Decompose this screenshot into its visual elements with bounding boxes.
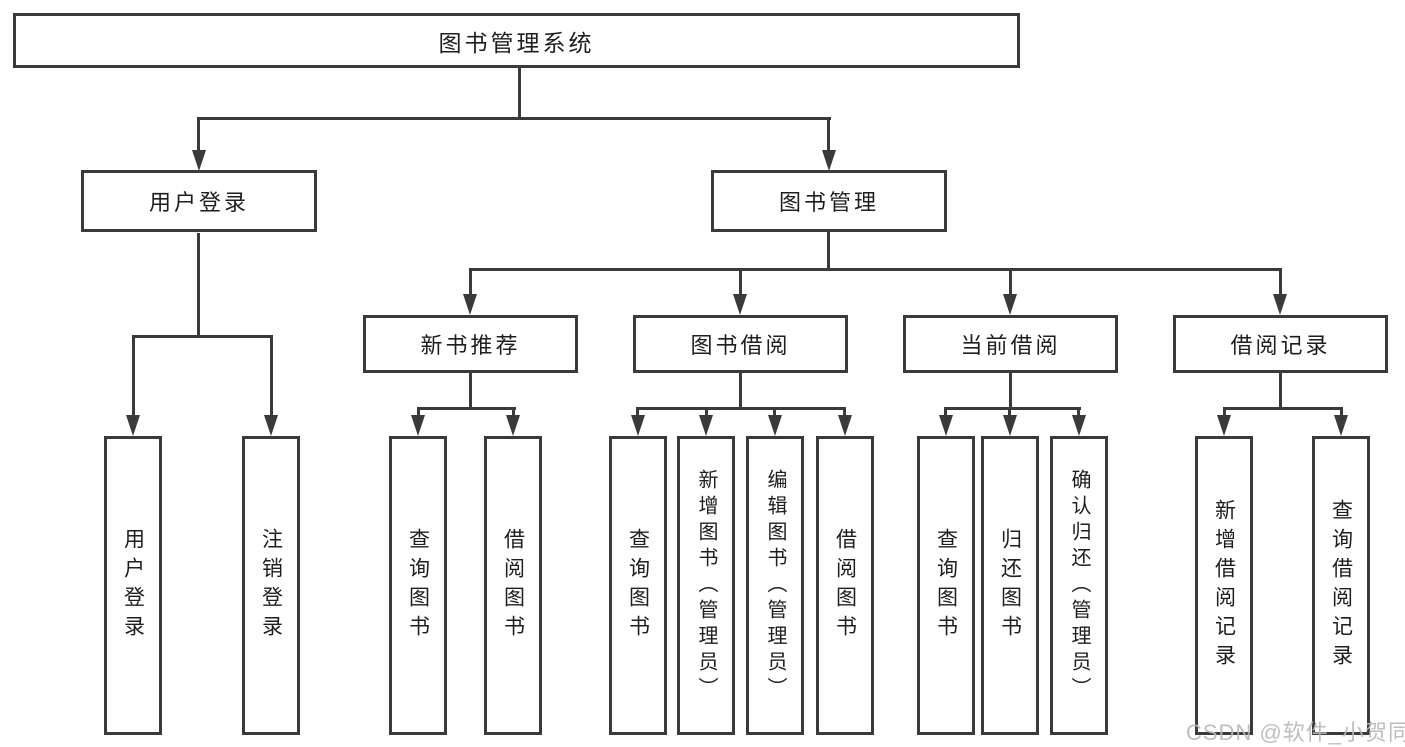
arrow-head: [506, 415, 520, 436]
node-label: 当前借阅: [960, 333, 1061, 358]
arrow-head: [1072, 415, 1086, 436]
node-label: 用户登录: [121, 527, 145, 644]
node-label: 新增图书（管理员）: [695, 468, 717, 703]
node-label: 确认归还（管理员）: [1068, 468, 1090, 703]
node-book-management: 图书管理: [711, 170, 947, 232]
node-bb-query-books: 查询图书: [609, 436, 667, 735]
connector: [270, 335, 273, 417]
connector: [1340, 407, 1343, 417]
node-cb-return-books: 归还图书: [981, 436, 1039, 735]
node-user-login: 用户登录: [81, 170, 317, 232]
arrow-head: [411, 415, 425, 436]
arrow-head: [1334, 415, 1348, 436]
node-nbr-query-books: 查询图书: [389, 436, 447, 735]
connector: [773, 407, 776, 417]
connector: [417, 407, 420, 417]
connector: [944, 407, 1081, 410]
arrow-head: [126, 415, 140, 436]
connector: [132, 335, 135, 417]
node-bb-edit-books-admin: 编辑图书（管理员）: [746, 436, 804, 735]
node-current-borrowing: 当前借阅: [903, 315, 1118, 373]
node-new-book-recommendation: 新书推荐: [363, 315, 578, 373]
connector: [132, 335, 273, 338]
node-book-borrowing: 图书借阅: [633, 315, 848, 373]
node-label: 图书管理: [778, 190, 879, 215]
connector: [197, 117, 831, 120]
node-library-management-system: 图书管理系统: [13, 13, 1020, 68]
arrow-head: [838, 415, 852, 436]
arrow-head: [192, 150, 206, 171]
node-label: 借阅图书: [833, 527, 857, 644]
arrow-head: [1003, 294, 1017, 315]
node-label: 查询图书: [626, 527, 650, 644]
arrow-head: [1003, 415, 1017, 436]
arrow-head: [733, 294, 747, 315]
connector: [197, 233, 200, 337]
connector: [417, 407, 516, 410]
node-label: 图书管理系统: [438, 29, 595, 56]
connector: [1223, 407, 1343, 410]
connector: [512, 407, 515, 417]
connector: [197, 117, 200, 152]
arrow-head: [768, 415, 782, 436]
connector: [1008, 407, 1011, 417]
node-user-login-leaf: 用户登录: [104, 436, 162, 735]
node-label: 查询图书: [934, 527, 958, 644]
connector: [469, 268, 472, 296]
node-bb-borrow-books: 借阅图书: [816, 436, 874, 735]
node-label: 借阅记录: [1230, 333, 1331, 358]
connector: [518, 67, 521, 119]
node-label: 新增借阅记录: [1212, 498, 1236, 673]
node-borrowing-records: 借阅记录: [1173, 315, 1388, 373]
arrow-head: [822, 150, 836, 171]
connector: [739, 372, 742, 409]
connector: [843, 407, 846, 417]
node-label: 借阅图书: [501, 527, 525, 644]
arrow-head: [463, 294, 477, 315]
connector: [469, 268, 1282, 271]
connector: [1223, 407, 1226, 417]
connector: [705, 407, 708, 417]
connector: [1279, 372, 1282, 409]
node-label: 图书借阅: [690, 333, 791, 358]
arrow-head: [939, 415, 953, 436]
connector: [944, 407, 947, 417]
connector: [636, 407, 846, 410]
connector: [1009, 372, 1012, 409]
watermark-text: CSDN @软件_小贺同学: [1186, 720, 1405, 745]
node-label: 编辑图书（管理员）: [764, 468, 786, 703]
connector: [1077, 407, 1080, 417]
node-br-add-record: 新增借阅记录: [1195, 436, 1253, 735]
node-br-query-record: 查询借阅记录: [1312, 436, 1370, 735]
node-logout: 注销登录: [242, 436, 300, 735]
arrow-head: [1273, 294, 1287, 315]
connector: [1279, 268, 1282, 296]
node-label: 查询借阅记录: [1329, 498, 1353, 673]
node-label: 查询图书: [406, 527, 430, 644]
arrow-head: [631, 415, 645, 436]
node-cb-confirm-return-admin: 确认归还（管理员）: [1050, 436, 1108, 735]
connector: [739, 268, 742, 296]
node-label: 注销登录: [259, 527, 283, 644]
node-label: 归还图书: [998, 527, 1022, 644]
node-label: 新书推荐: [420, 333, 521, 358]
arrow-head: [1217, 415, 1231, 436]
node-cb-query-books: 查询图书: [917, 436, 975, 735]
node-bb-add-books-admin: 新增图书（管理员）: [677, 436, 735, 735]
connector: [1009, 268, 1012, 296]
connector: [827, 117, 830, 152]
node-label: 用户登录: [148, 190, 249, 215]
arrow-head: [264, 415, 278, 436]
arrow-head: [699, 415, 713, 436]
connector: [636, 407, 639, 417]
node-nbr-borrow-books: 借阅图书: [484, 436, 542, 735]
connector: [469, 372, 472, 409]
connector: [827, 232, 830, 270]
